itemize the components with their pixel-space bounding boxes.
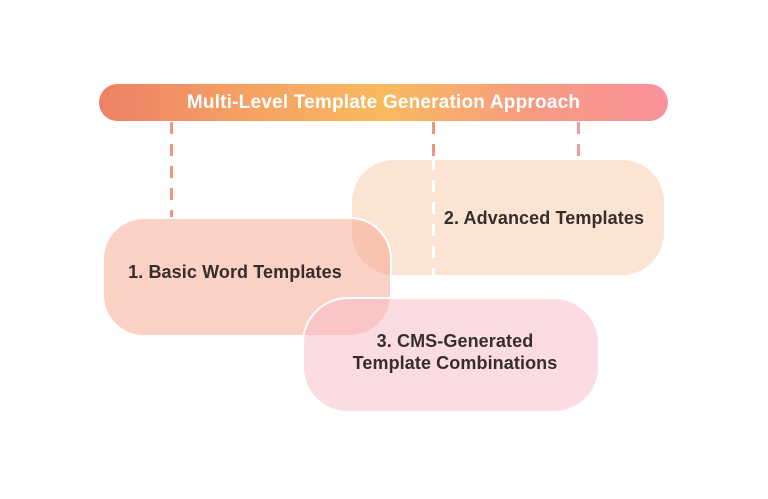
node-basic-word-templates-label: 1. Basic Word Templates bbox=[128, 262, 342, 282]
connector-line-node2-upper bbox=[432, 122, 435, 158]
title-banner-label: Multi-Level Template Generation Approach bbox=[186, 91, 581, 113]
node-advanced-templates: 2. Advanced Templates bbox=[350, 158, 666, 277]
connector-line-node1 bbox=[170, 122, 173, 217]
node-cms-generated-combinations: 3. CMS-Generated Template Combinations bbox=[302, 297, 600, 413]
node-cms-label-line2: Template Combinations bbox=[352, 353, 558, 373]
node-advanced-templates-label: 2. Advanced Templates bbox=[443, 207, 645, 228]
node-basic-word-templates: 1. Basic Word Templates bbox=[102, 217, 392, 337]
title-banner: Multi-Level Template Generation Approach bbox=[99, 84, 668, 121]
connector-line-node2-over-box bbox=[432, 158, 435, 277]
node-cms-label-line1: 3. CMS-Generated bbox=[376, 331, 534, 351]
connector-line-node2-right bbox=[577, 122, 580, 156]
